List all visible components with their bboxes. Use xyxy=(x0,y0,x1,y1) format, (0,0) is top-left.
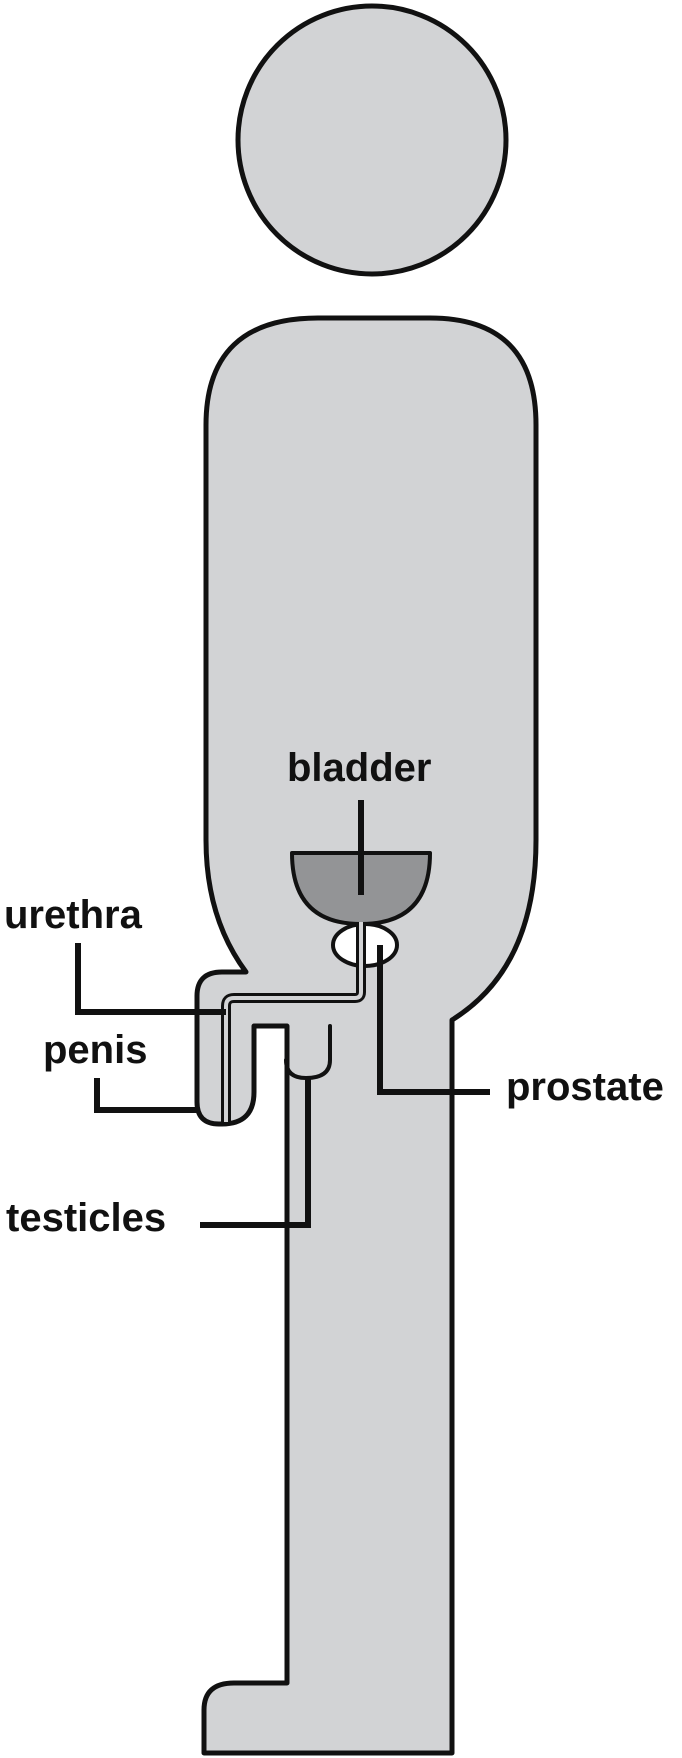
label-prostate: prostate xyxy=(506,1067,664,1107)
label-urethra: urethra xyxy=(4,895,142,935)
label-testicles: testicles xyxy=(6,1198,166,1238)
body-silhouette xyxy=(197,318,536,1753)
head-shape xyxy=(238,6,506,274)
label-bladder: bladder xyxy=(287,748,431,788)
label-penis: penis xyxy=(43,1030,147,1070)
penis-leader xyxy=(97,1078,197,1110)
